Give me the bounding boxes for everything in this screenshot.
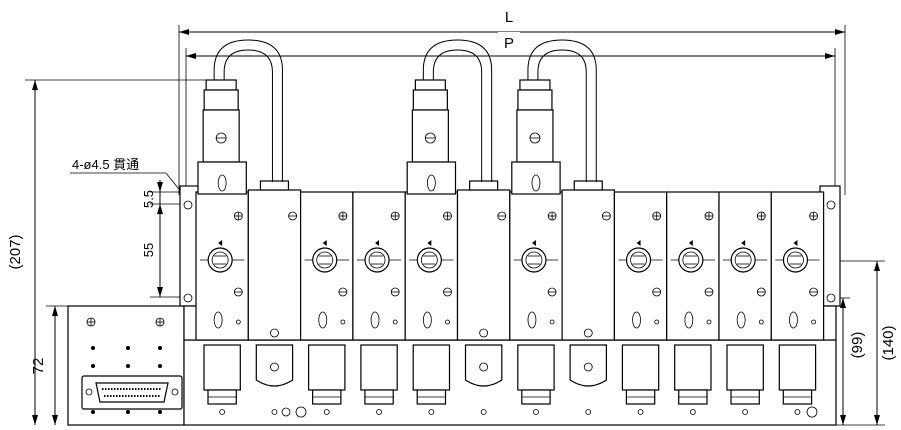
mounting-hole <box>183 200 836 303</box>
dimension-99: (99) <box>835 297 866 425</box>
valve-station <box>195 191 249 415</box>
dimension-72: 72 <box>30 305 70 425</box>
valve-station <box>770 191 825 415</box>
dsub-connector <box>81 375 183 410</box>
valve-station <box>666 191 720 415</box>
valve-station <box>561 180 615 415</box>
valve-station <box>456 180 511 415</box>
valve-station <box>404 191 459 415</box>
dim-72-label: 72 <box>30 358 47 375</box>
dimension-207: (207) <box>7 79 215 425</box>
valve-station <box>352 191 406 415</box>
dim-99-label: (99) <box>849 332 866 359</box>
valve-row <box>195 39 825 415</box>
dimension-140: (140) <box>800 260 897 426</box>
dimension-P: P <box>185 32 836 205</box>
dim-5-5-label: 5.5 <box>141 190 156 208</box>
dim-P-label: P <box>504 35 514 52</box>
dimension-5-5-and-55: 5.5 55 <box>141 180 186 298</box>
dim-55-label: 55 <box>141 243 156 257</box>
dim-140-label: (140) <box>880 325 897 360</box>
valve-station <box>509 191 563 415</box>
dim-L-label: L <box>505 9 513 26</box>
hole-note-label: 4-ø4.5 貫通 <box>72 157 139 172</box>
base-screws <box>86 317 818 418</box>
valve-station <box>300 191 354 415</box>
valve-station <box>718 191 772 415</box>
valve-station <box>247 180 302 415</box>
hole-note: 4-ø4.5 貫通 <box>70 157 187 199</box>
solenoid-head <box>406 39 493 195</box>
solenoid-head <box>511 39 597 195</box>
dim-207-label: (207) <box>7 234 24 269</box>
valve-station <box>613 191 668 415</box>
solenoid-head <box>197 39 283 195</box>
